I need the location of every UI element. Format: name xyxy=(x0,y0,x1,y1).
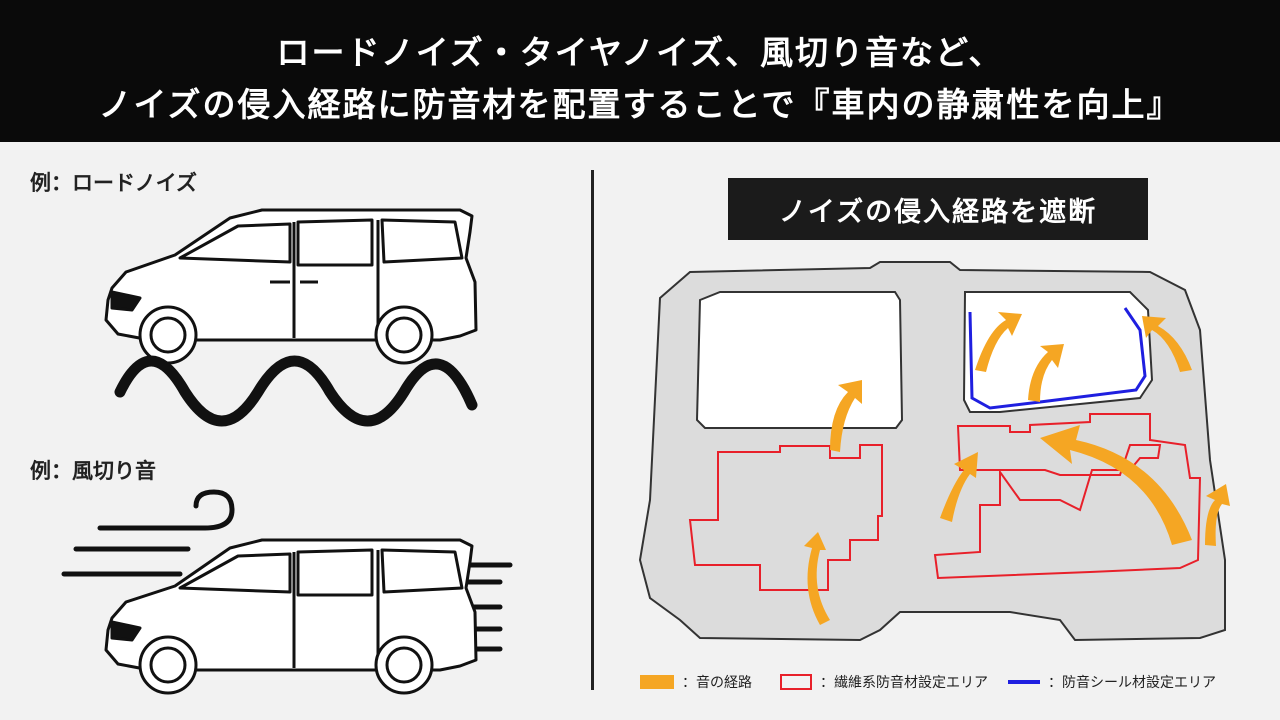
legend-sound-path-label: ：音の経路 xyxy=(682,675,752,691)
legend-sound-path: ：音の経路 xyxy=(640,672,752,692)
road-noise-label: 例：ロードノイズ xyxy=(30,171,197,195)
header-line-2: ノイズの侵入経路に防音材を配置することで『車内の静粛性を向上』 xyxy=(98,85,1182,124)
orange-arrow-icon xyxy=(804,312,1230,625)
minivan-illustration-2 xyxy=(104,538,478,695)
minivan-illustration xyxy=(104,208,478,365)
orange-swatch-icon xyxy=(640,675,674,689)
route-title-box: ノイズの侵入経路を遮断 xyxy=(728,178,1148,240)
seal-area-outline xyxy=(968,307,1147,410)
legend-fiber-area: ：繊維系防音材設定エリア xyxy=(780,672,988,692)
legend-seal-area: ：防音シール材設定エリア xyxy=(1008,672,1216,692)
header-banner: ロードノイズ・タイヤノイズ、風切り音など、 ノイズの侵入経路に防音材を配置するこ… xyxy=(0,0,1280,142)
header-line-1: ロードノイズ・タイヤノイズ、風切り音など、 xyxy=(276,33,1004,72)
center-divider xyxy=(591,170,594,690)
wave-line-icon xyxy=(114,355,478,427)
legend-fiber-area-label: ：繊維系防音材設定エリア xyxy=(820,675,988,691)
wind-noise-label: 例：風切り音 xyxy=(30,459,156,483)
body-panel-diagram xyxy=(638,261,1226,642)
legend-seal-area-label: ：防音シール材設定エリア xyxy=(1048,675,1216,691)
red-swatch-icon xyxy=(780,674,812,690)
blue-swatch-icon xyxy=(1008,680,1040,684)
